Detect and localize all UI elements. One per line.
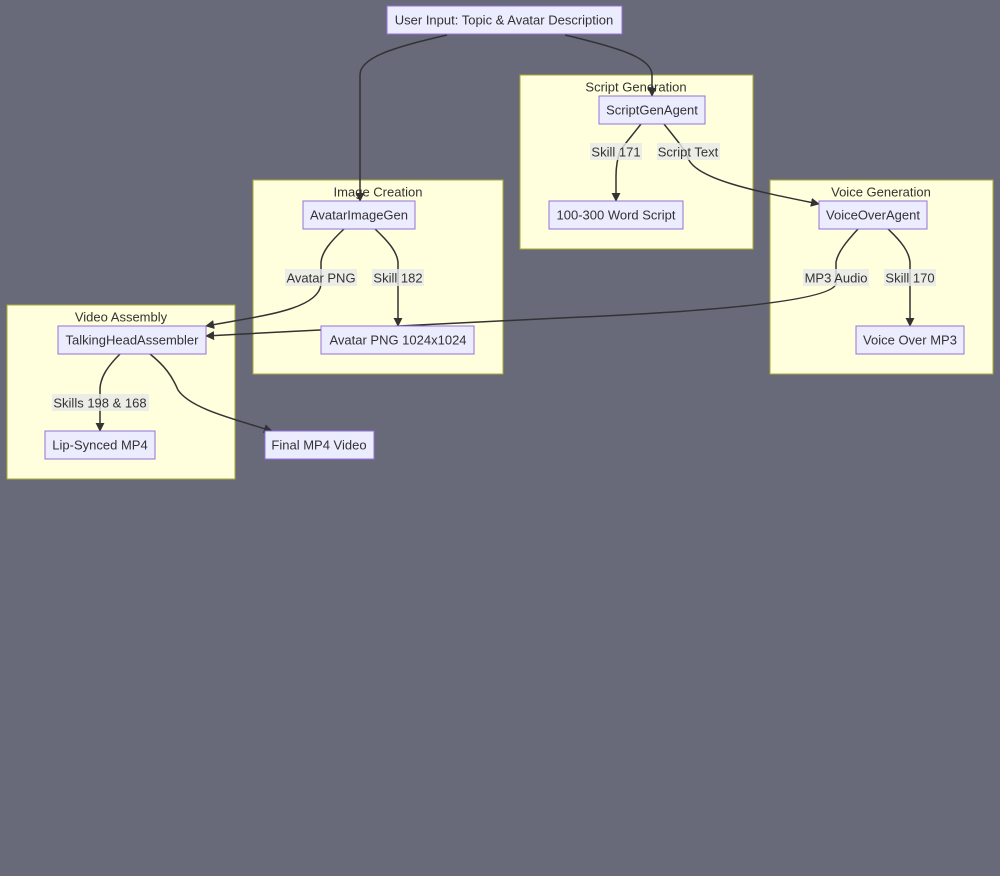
edge-avatar-gen-to-assembler [205,228,345,329]
edge-voice-agent-to-voice-mp3 [887,228,915,327]
edge-input-to-avatar-gen [355,34,448,202]
edge-label-skill-182: Skill 182 [372,269,424,286]
edge-script-agent-to-voice-agent [663,123,820,207]
edge-assembler-to-final [149,353,273,433]
edge-label-skills-198-168: Skills 198 & 168 [52,394,149,411]
svg-text:Skill 171: Skill 171 [591,145,640,160]
svg-text:Skills 198 & 168: Skills 198 & 168 [53,396,146,411]
node-avatar-image-gen[interactable]: AvatarImageGen [302,200,416,230]
svg-text:User Input: Topic & Avatar Des: User Input: Topic & Avatar Description [395,13,613,28]
svg-text:MP3 Audio: MP3 Audio [805,271,868,286]
node-avatar-png[interactable]: Avatar PNG 1024x1024 [320,325,475,355]
cluster-title: Voice Generation [831,185,931,200]
node-talking-head-assembler[interactable]: TalkingHeadAssembler [57,325,207,355]
node-word-script[interactable]: 100-300 Word Script [548,200,684,230]
svg-text:VoiceOverAgent: VoiceOverAgent [826,208,920,223]
svg-text:Avatar PNG 1024x1024: Avatar PNG 1024x1024 [329,333,466,348]
node-final-mp4-video[interactable]: Final MP4 Video [264,430,375,460]
svg-text:100-300 Word Script: 100-300 Word Script [557,208,676,223]
svg-text:Script Text: Script Text [658,145,719,160]
edge-input-to-script-agent [564,34,657,97]
edge-label-skill-170: Skill 170 [884,269,936,286]
svg-text:Skill 182: Skill 182 [373,271,422,286]
svg-text:Voice Over MP3: Voice Over MP3 [863,333,957,348]
edge-label-script-text: Script Text [657,143,720,160]
node-lip-synced-mp4[interactable]: Lip-Synced MP4 [44,430,156,460]
cluster-title: Script Generation [585,80,686,95]
edge-label-mp3-audio: MP3 Audio [803,269,869,286]
svg-text:Skill 170: Skill 170 [885,271,934,286]
node-voice-over-agent[interactable]: VoiceOverAgent [818,200,928,230]
svg-text:Final MP4 Video: Final MP4 Video [271,438,366,453]
cluster-title: Video Assembly [75,310,168,325]
edge-label-avatar-png: Avatar PNG [285,269,357,286]
node-user-input[interactable]: User Input: Topic & Avatar Description [386,5,623,35]
edge-avatar-gen-to-avatar-png [374,228,403,327]
svg-text:ScriptGenAgent: ScriptGenAgent [606,103,698,118]
edge-label-skill-171: Skill 171 [590,143,642,160]
edge-assembler-to-lipsync [95,353,121,432]
svg-text:Avatar PNG: Avatar PNG [286,271,355,286]
cluster-title: Image Creation [334,185,423,200]
svg-text:TalkingHeadAssembler: TalkingHeadAssembler [66,333,200,348]
node-script-gen-agent[interactable]: ScriptGenAgent [598,95,706,125]
svg-text:AvatarImageGen: AvatarImageGen [310,208,408,223]
svg-text:Lip-Synced MP4: Lip-Synced MP4 [52,438,147,453]
node-voice-over-mp3[interactable]: Voice Over MP3 [855,325,965,355]
